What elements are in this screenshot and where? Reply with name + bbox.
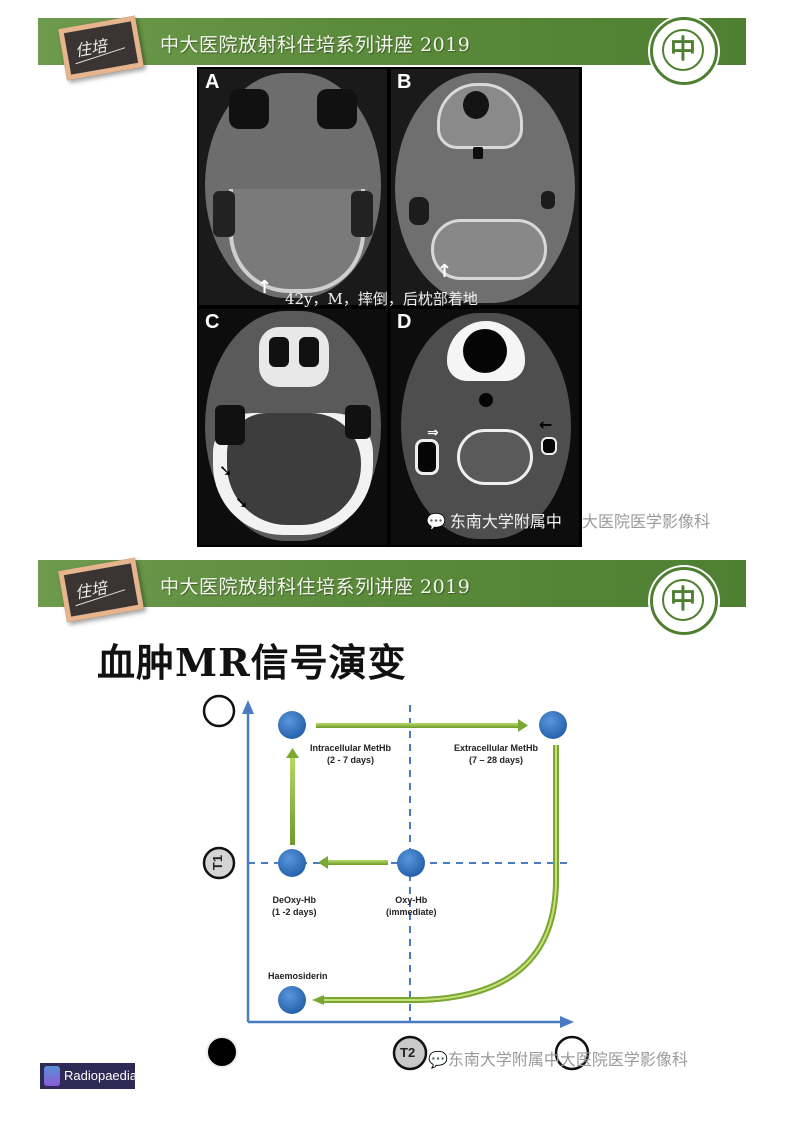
arrow-black-icon: ➘ <box>219 461 233 480</box>
banner-title: 中大医院放射科住培系列讲座 2019 <box>160 34 471 56</box>
node-extracellular-methb: Extracellular MetHb(7 – 28 days) <box>454 743 539 765</box>
radiopaedia-badge: Radiopaedia <box>40 1063 138 1089</box>
wechat-icon: 💬 <box>428 1050 448 1069</box>
ct-panel-c: C ➘ ➘ <box>199 309 387 545</box>
x-axis-label-t2: T2 <box>400 1045 416 1060</box>
arrow-black-icon: ➘ <box>235 493 249 512</box>
hospital-logo-icon: 中 <box>650 17 718 85</box>
banner-title: 中大医院放射科住培系列讲座 2019 <box>160 576 471 598</box>
arrow-up-icon: ↑ <box>257 277 273 298</box>
watermark-text-tail: 大医院医学影像科 <box>582 512 711 531</box>
panel-label: B <box>397 71 412 93</box>
node-deoxy-hb: DeOxy-Hb(1 -2 days) <box>272 895 317 917</box>
node-intracellular-methb: Intracellular MetHb(2 - 7 days) <box>310 743 392 765</box>
wechat-watermark: 💬东南大学附属中 <box>426 508 562 532</box>
slide1-banner: 住培 中大医院放射科住培系列讲座 2019 <box>38 15 746 81</box>
radiopaedia-text: Radiopaedia <box>64 1068 138 1083</box>
watermark-text: 东南大学附属中 <box>449 512 562 531</box>
ct-panel-d: D ⇒ ← <box>391 309 579 545</box>
ct-figure: A ↑ B ↑ 42y，M，摔倒，后枕部着地 C ➘ ➘ D <box>197 67 582 547</box>
case-caption: 42y，M，摔倒，后枕部着地 <box>285 290 478 308</box>
node-oxy-hb: Oxy-Hb(immediate) <box>386 895 437 917</box>
panel-label: D <box>397 311 412 333</box>
hospital-logo-icon: 中 <box>650 567 718 635</box>
node-haemosiderin: Haemosiderin <box>268 971 328 981</box>
ct-panel-b: B ↑ <box>391 69 579 305</box>
watermark-text: 东南大学附属中大医院医学影像科 <box>447 1050 688 1069</box>
arrow-up-icon: ↑ <box>437 261 453 282</box>
y-axis-label-t1: T1 <box>210 854 226 871</box>
arrow-left-icon: ← <box>539 415 553 434</box>
wechat-watermark: 💬东南大学附属中大医院医学影像科 <box>428 1046 688 1070</box>
slide-title: 血肿MR信号演变 <box>97 640 407 685</box>
panel-label: C <box>205 311 220 333</box>
panel-label: A <box>205 71 220 93</box>
ct-panel-a: A ↑ <box>199 69 387 305</box>
radiopaedia-logo-icon <box>44 1066 60 1086</box>
arrow-right-icon: ⇒ <box>427 425 439 441</box>
slide2-banner: 住培 中大医院放射科住培系列讲座 2019 <box>38 557 746 623</box>
wechat-icon: 💬 <box>426 512 446 531</box>
